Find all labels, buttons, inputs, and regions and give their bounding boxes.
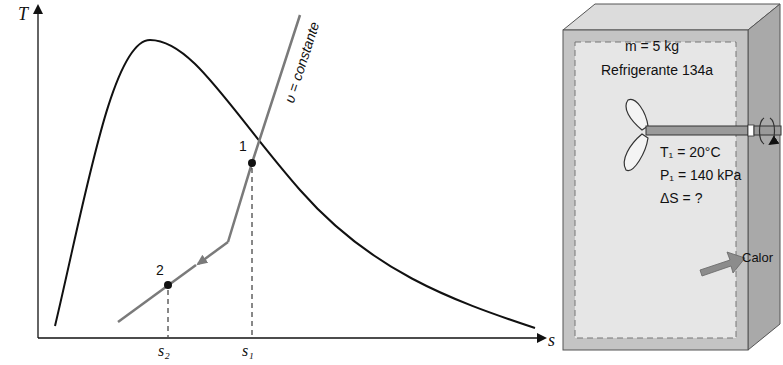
- tank-front: [563, 30, 748, 350]
- axis-label: T: [18, 4, 28, 24]
- dashed-projection: [252, 168, 253, 337]
- fluid-label: Refrigerante 134a: [601, 62, 713, 79]
- t-axis: [37, 6, 38, 338]
- rotation-arrow: [770, 118, 775, 144]
- constant-volume-line: [228, 15, 300, 242]
- axis-tick-label: s₁: [242, 341, 254, 361]
- entropy-question: ΔS = ?: [660, 190, 702, 207]
- state-point: [248, 159, 256, 167]
- fan-blade: [624, 134, 648, 170]
- state-number: 1: [239, 138, 247, 155]
- system-boundary: [575, 42, 736, 338]
- tank-side: [748, 4, 780, 350]
- pressure-label: P₁ = 140 kPa: [660, 167, 741, 184]
- state-number: 2: [156, 262, 164, 279]
- tank: m = 5 kg Refrigerante 134a T₁ = 20°C P₁ = 1…: [563, 30, 748, 350]
- heat-arrow: [700, 252, 745, 276]
- state-point: [164, 281, 172, 289]
- dashed-projection: [168, 290, 169, 337]
- temperature-label: T₁ = 20°C: [660, 144, 721, 161]
- curve-label: υ = constante: [281, 19, 323, 104]
- process-arrow: [198, 242, 228, 264]
- tank-top: [563, 4, 780, 30]
- rotation-arrow: [760, 118, 765, 144]
- fan-blade: [626, 99, 648, 130]
- axis-label: s: [548, 330, 555, 350]
- shaft-seal: [748, 125, 754, 136]
- mass-label: m = 5 kg: [625, 38, 679, 55]
- shaft: [754, 126, 781, 135]
- shaft: [646, 126, 748, 135]
- s-axis: [38, 337, 545, 338]
- heat-label: Calor: [742, 249, 773, 266]
- axis-tick-label: s₂: [158, 341, 170, 361]
